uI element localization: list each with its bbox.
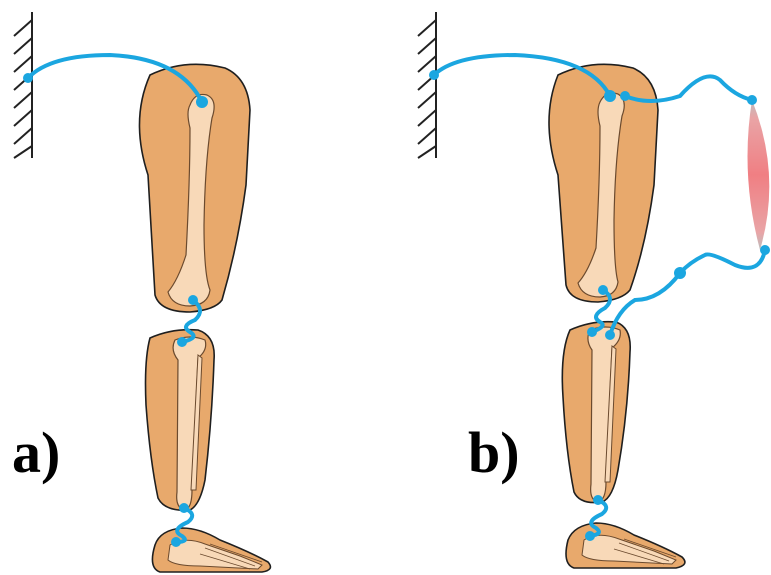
muscle-b	[748, 100, 770, 250]
panel-b: b)	[418, 12, 770, 568]
panel-label-a: a)	[12, 420, 60, 485]
panel-a: a)	[12, 12, 270, 572]
wall-a	[14, 12, 32, 158]
panel-label-b: b)	[468, 420, 520, 485]
wall-b	[418, 12, 436, 158]
